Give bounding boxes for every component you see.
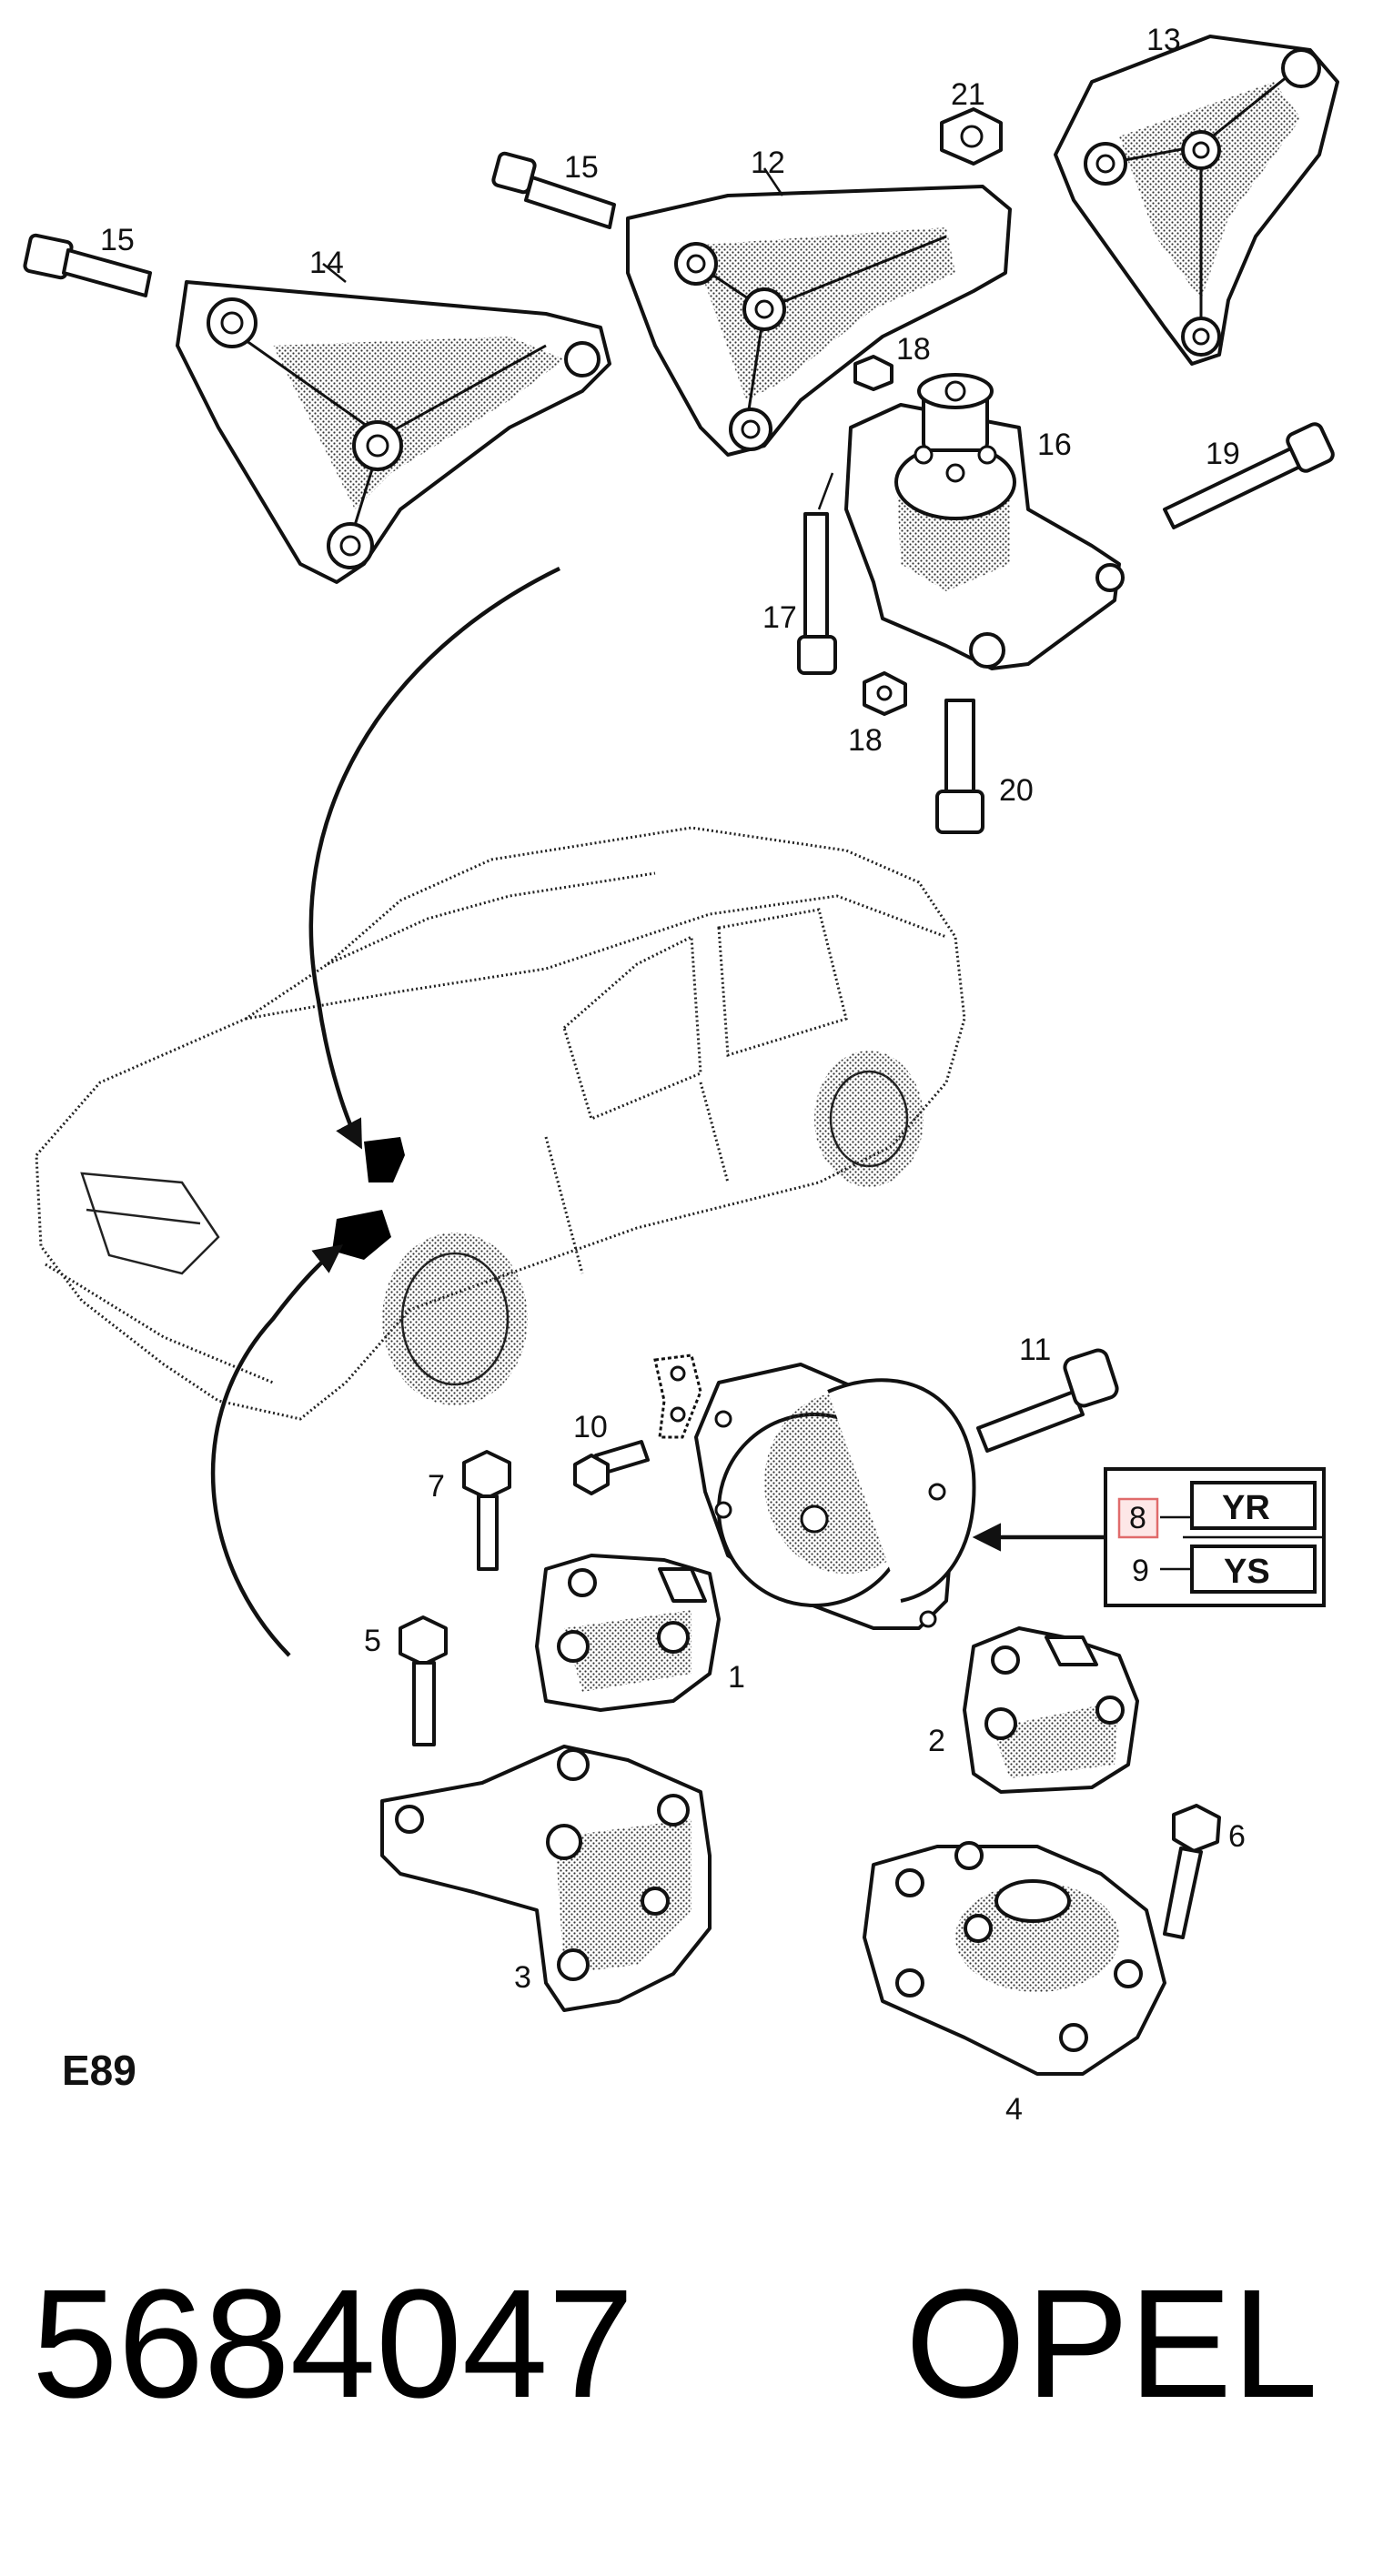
label-p21: 21 — [951, 77, 985, 112]
arrow-to-upper-mount — [308, 566, 560, 1150]
label-p5: 5 — [364, 1624, 381, 1658]
variant-row-2-index[interactable]: 9 — [1132, 1554, 1149, 1588]
label-p19: 19 — [1206, 437, 1240, 471]
label-p6: 6 — [1228, 1819, 1246, 1854]
nut-18-bottom — [863, 671, 907, 716]
bolt-15-mid — [491, 151, 616, 229]
label-p18b: 18 — [848, 723, 883, 758]
label-p16: 16 — [1037, 428, 1072, 462]
label-p11: 11 — [1019, 1333, 1051, 1367]
mount-bracket-2 — [963, 1626, 1139, 1794]
part-number-labels: 1 2 3 4 5 6 7 10 11 12 13 14 15 15 16 17… — [100, 23, 1246, 2127]
label-p15b: 15 — [564, 150, 599, 185]
label-p3: 3 — [514, 1960, 531, 1995]
label-p14: 14 — [309, 246, 344, 280]
bolt-5 — [399, 1615, 448, 1746]
variant-row-1-index[interactable]: 8 — [1129, 1501, 1146, 1535]
bracket-12 — [626, 185, 1012, 457]
clip-plate — [653, 1353, 702, 1439]
bolt-17 — [797, 512, 837, 675]
label-leaders — [322, 167, 834, 510]
mount-bracket-4 — [863, 1841, 1166, 2076]
bolt-11 — [976, 1348, 1119, 1453]
bolt-7 — [462, 1450, 511, 1571]
vehicle-outline — [35, 826, 966, 1421]
label-p2: 2 — [928, 1724, 945, 1758]
label-p4: 4 — [1005, 2092, 1023, 2127]
variant-table: 8 YR 9 YS — [972, 1467, 1326, 1607]
variant-row-highlight — [1117, 1497, 1159, 1539]
brand-caption: OPEL — [905, 2258, 1318, 2430]
variant-row-1-code[interactable]: YR — [1222, 1489, 1270, 1527]
label-p7: 7 — [428, 1469, 445, 1504]
nut-18-top — [853, 355, 893, 391]
bolt-15-left — [23, 233, 152, 297]
label-p13: 13 — [1146, 23, 1181, 57]
mount-bracket-1 — [535, 1554, 721, 1712]
variant-row-2-code[interactable]: YS — [1224, 1553, 1270, 1591]
label-p17: 17 — [762, 600, 797, 635]
label-p1: 1 — [728, 1660, 745, 1695]
damper-mount-8-9 — [694, 1363, 976, 1630]
part-number-caption: 5684047 — [32, 2258, 634, 2430]
label-p20: 20 — [999, 773, 1034, 808]
section-code: E89 — [62, 2047, 136, 2094]
bolt-20 — [935, 699, 984, 834]
bracket-13 — [1054, 35, 1339, 366]
bolt-6 — [1163, 1804, 1221, 1939]
mount-bracket-3 — [380, 1745, 712, 2012]
bolt-10 — [573, 1440, 650, 1495]
label-p15a: 15 — [100, 223, 135, 257]
arrow-to-lower-mount — [210, 1244, 344, 1657]
nut-21 — [940, 107, 1003, 166]
engine-mount-16 — [844, 373, 1125, 670]
bracket-14 — [176, 280, 611, 584]
label-p12: 12 — [751, 146, 785, 180]
bolt-19 — [1163, 422, 1335, 529]
label-p18a: 18 — [896, 332, 931, 367]
label-p10: 10 — [573, 1410, 608, 1444]
